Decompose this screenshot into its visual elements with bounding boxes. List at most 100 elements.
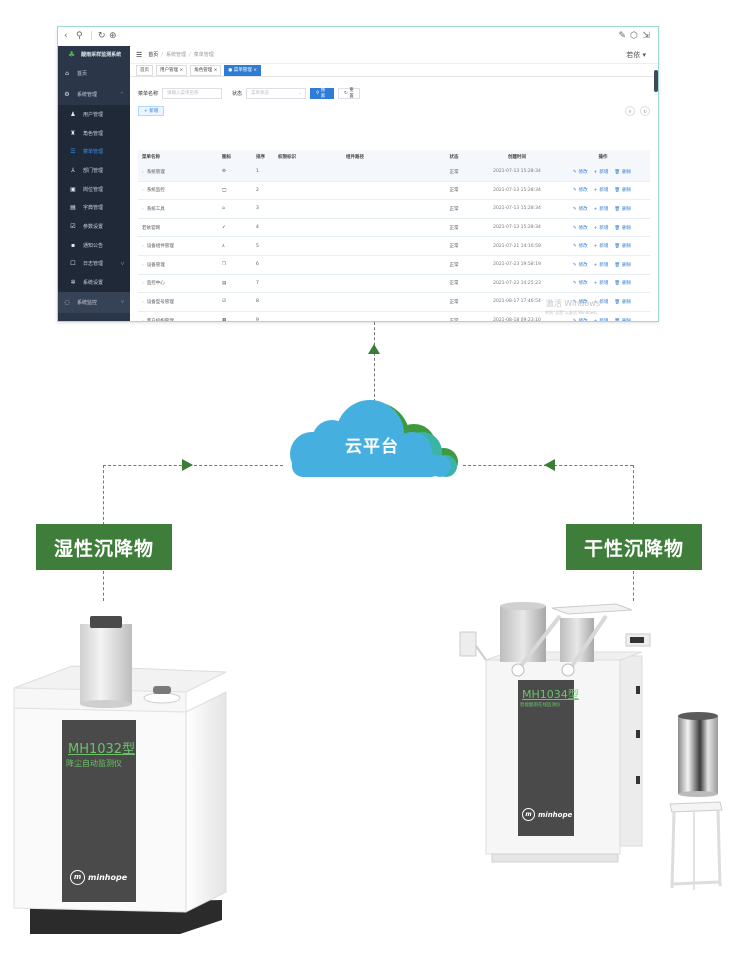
cell-menu-name[interactable]: ›设备型号管理	[138, 292, 218, 312]
hamburger-icon[interactable]: ☰	[136, 50, 143, 59]
cell-menu-name[interactable]: ›系统工具	[138, 199, 218, 219]
expand-arrow-icon[interactable]: ›	[142, 299, 144, 305]
scrollbar-handle[interactable]	[654, 70, 658, 92]
edit-link[interactable]: ✎修改	[572, 244, 588, 250]
cell-menu-name[interactable]: 若依官网	[138, 218, 218, 238]
cell-menu-name[interactable]: ›设备管理	[138, 255, 218, 275]
menu-name-input[interactable]: 请输入菜单名称	[162, 87, 223, 99]
share-icon[interactable]: ⇲	[642, 31, 650, 41]
tab-home[interactable]: 首页	[136, 64, 153, 76]
expand-arrow-icon[interactable]: ›	[142, 188, 144, 194]
edit-link[interactable]: ✎修改	[572, 262, 588, 268]
cell-create-time: 2021-08-17 17:46:54	[478, 292, 556, 312]
sidebar-group-system[interactable]: ⚙ 系统管理 ^	[58, 84, 130, 105]
device-name: 智能酸雨在线监测仪	[520, 703, 561, 708]
add-link[interactable]: +新增	[593, 169, 609, 175]
refresh-icon[interactable]: ↻	[640, 106, 650, 116]
cell-create-time: 2021-07-13 15:28:34	[478, 163, 556, 182]
search-button[interactable]: ⚲ 搜索	[310, 87, 335, 99]
back-icon[interactable]: ‹	[64, 31, 68, 41]
sidebar-group-monitor[interactable]: ◌ 系统监控 v	[58, 291, 130, 313]
add-link[interactable]: +新增	[593, 206, 609, 212]
link-label: 新增	[599, 262, 609, 268]
expand-arrow-icon[interactable]: ›	[142, 244, 144, 250]
top-navbar: ☰ 首页 / 系统管理 / 菜单管理 若依 ▾	[130, 46, 658, 64]
sidebar-item-menu[interactable]: ☰菜单管理	[58, 142, 130, 162]
user-dropdown[interactable]: 若依 ▾	[626, 51, 646, 59]
edit-link[interactable]: ✎修改	[572, 206, 588, 212]
add-link[interactable]: +新增	[593, 299, 609, 305]
add-link[interactable]: +新增	[593, 188, 609, 194]
sidebar-item-dept[interactable]: ⅄部门管理	[58, 161, 130, 180]
breadcrumb-home[interactable]: 首页	[148, 52, 159, 58]
expand-arrow-icon[interactable]: ›	[142, 262, 144, 268]
cell-menu-name[interactable]: ›客户机构管理	[138, 311, 218, 322]
delete-link[interactable]: 🗑删除	[614, 206, 632, 212]
sidebar-item-home[interactable]: ⌂ 首页	[58, 63, 130, 84]
sidebar-item-role[interactable]: ♜角色管理	[58, 123, 130, 143]
add-link[interactable]: +新增	[593, 262, 609, 268]
sidebar-item-dict[interactable]: ▤字典管理	[58, 198, 130, 218]
package-icon[interactable]: ⬡	[630, 31, 638, 41]
search-toggle-icon[interactable]: ⚲	[625, 106, 635, 116]
add-link[interactable]: +新增	[593, 318, 609, 322]
message-icon: ▪	[70, 241, 76, 249]
delete-link[interactable]: 🗑删除	[614, 188, 632, 194]
status-select[interactable]: 菜单状态⌄	[246, 87, 307, 99]
tab-role[interactable]: 角色管理 ×	[190, 64, 222, 76]
cell-menu-name[interactable]: ›设备组件管理	[138, 236, 218, 256]
delete-link[interactable]: 🗑删除	[614, 244, 632, 250]
expand-arrow-icon[interactable]: ›	[142, 281, 144, 287]
expand-arrow-icon[interactable]: ›	[142, 318, 144, 322]
delete-link[interactable]: 🗑删除	[614, 281, 632, 287]
delete-link[interactable]: 🗑删除	[614, 169, 632, 175]
add-link[interactable]: +新增	[593, 225, 609, 231]
globe-icon[interactable]: ⊕	[109, 31, 117, 41]
link-icon[interactable]: ⚲	[76, 31, 83, 41]
cell-status: 正常	[430, 218, 478, 238]
tab-menu[interactable]: ● 菜单管理 ×	[224, 64, 261, 76]
edit-link[interactable]: ✎修改	[572, 169, 588, 175]
cell-menu-name[interactable]: ›系统管理	[138, 163, 218, 182]
cell-actions: ✎修改 +新增 🗑删除	[556, 274, 650, 294]
edit-link[interactable]: ✎修改	[572, 188, 588, 194]
add-link[interactable]: +新增	[593, 244, 609, 250]
sidebar-item-config[interactable]: ☑参数设置	[58, 217, 130, 236]
cell-menu-name[interactable]: ›系统监控	[138, 181, 218, 201]
edit-link[interactable]: ✎修改	[572, 281, 588, 287]
delete-link[interactable]: 🗑删除	[614, 262, 632, 268]
pen-icon[interactable]: ✎	[618, 31, 626, 41]
sidebar-item-user[interactable]: ♟用户管理	[58, 105, 130, 124]
delete-link[interactable]: 🗑删除	[614, 299, 632, 305]
sidebar-item-settings[interactable]: ✲系统设置	[58, 273, 130, 292]
add-button[interactable]: + 新增	[138, 106, 165, 116]
refresh-icon[interactable]: ↻	[98, 31, 106, 41]
reset-button[interactable]: ↻ 重置	[338, 87, 361, 99]
cell-actions: ✎修改 +新增 🗑删除	[556, 218, 650, 238]
delete-link[interactable]: 🗑删除	[614, 225, 632, 231]
add-link[interactable]: +新增	[593, 281, 609, 287]
edit-link[interactable]: ✎修改	[572, 299, 588, 305]
edit-link[interactable]: ✎修改	[572, 318, 588, 322]
cell-sort: 5	[252, 236, 274, 256]
delete-link[interactable]: 🗑删除	[614, 318, 632, 322]
expand-arrow-icon[interactable]: ›	[142, 206, 144, 212]
sidebar-item-post[interactable]: ▣岗位管理	[58, 179, 130, 199]
device-mh1032: MH1032型 降尘自动监测仪 m minhope	[0, 612, 240, 942]
edit-link[interactable]: ✎修改	[572, 225, 588, 231]
cell-menu-name[interactable]: ›监控中心	[138, 274, 218, 294]
breadcrumb-system[interactable]: 系统管理	[165, 52, 186, 58]
sidebar-item-notice[interactable]: ▪通知公告	[58, 235, 130, 255]
expand-arrow-icon[interactable]: ›	[142, 169, 144, 175]
tab-user[interactable]: 用户管理 ×	[156, 64, 188, 76]
